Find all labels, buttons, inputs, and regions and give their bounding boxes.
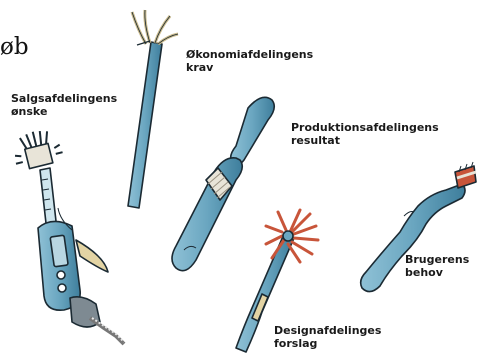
label-production: Produktionsafdelingens resultat	[291, 121, 439, 147]
label-economy: Økonomiafdelingens krav	[186, 48, 313, 74]
sales-toothbrush	[9, 126, 124, 344]
label-economy-line1: Økonomiafdelingens	[186, 48, 313, 61]
label-user: Brugerens behov	[405, 253, 469, 279]
production-toothbrush	[172, 97, 274, 270]
label-user-line2: behov	[405, 266, 469, 279]
economy-toothbrush	[128, 10, 178, 208]
label-production-line1: Produktionsafdelingens	[291, 121, 439, 134]
label-design-line2: forslag	[274, 337, 381, 350]
label-economy-line2: krav	[186, 61, 313, 74]
label-design: Designafdelinges forslag	[274, 324, 381, 350]
label-sales-line2: ønske	[11, 105, 117, 118]
label-sales-line1: Salgsafdelingens	[11, 92, 117, 105]
fragment-text: øb	[0, 34, 29, 60]
label-design-line1: Designafdelinges	[274, 324, 381, 337]
label-sales: Salgsafdelingens ønske	[11, 92, 117, 118]
label-user-line1: Brugerens	[405, 253, 469, 266]
label-production-line2: resultat	[291, 134, 439, 147]
